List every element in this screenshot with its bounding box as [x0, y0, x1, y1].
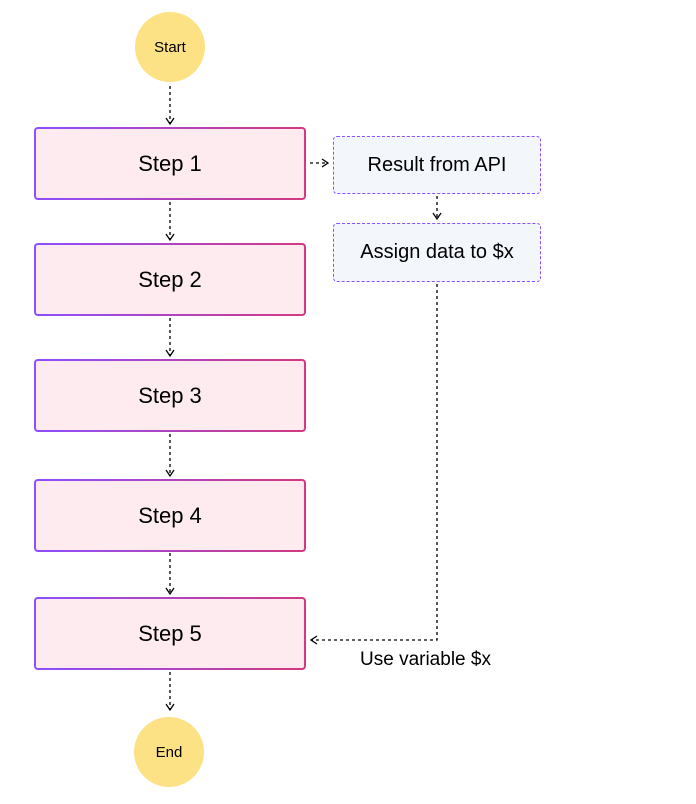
step-4-node: Step 4	[34, 479, 306, 552]
arrow-assign-to-step-5	[309, 284, 438, 645]
step-3-node: Step 3	[34, 359, 306, 432]
step-5-node: Step 5	[34, 597, 306, 670]
start-node: Start	[135, 12, 205, 82]
step-1-node: Step 1	[34, 127, 306, 200]
use-variable-label: Use variable $x	[360, 649, 491, 670]
end-node: End	[134, 717, 204, 787]
result-from-api-node: Result from API	[333, 136, 541, 194]
assign-data-node: Assign data to $x	[333, 223, 541, 282]
step-2-node: Step 2	[34, 243, 306, 316]
